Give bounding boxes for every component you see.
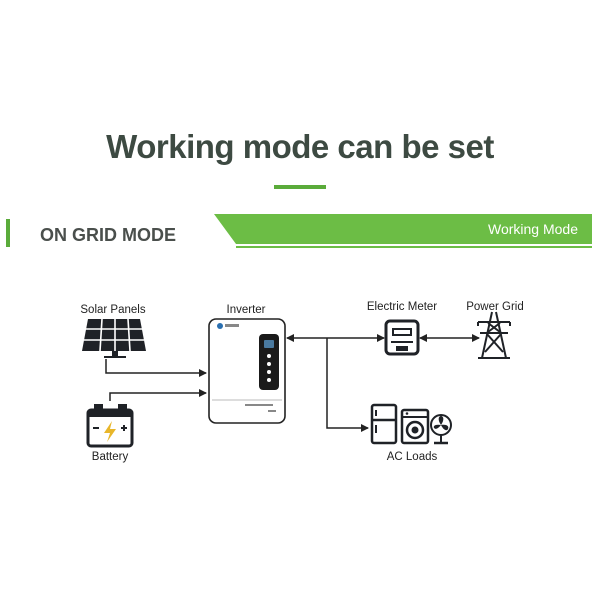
mode-accent-bar [6,219,10,247]
solar-panel-icon [82,318,146,358]
connector-lines [105,334,480,432]
electric-meter-icon [384,319,420,356]
working-mode-underline [236,246,592,248]
power-grid-label: Power Grid [466,301,524,313]
ac-loads-label: AC Loads [387,451,438,463]
power-tower-icon [477,311,511,359]
inverter-label: Inverter [227,304,266,316]
working-mode-label: Working Mode [487,221,578,237]
title-underline [274,185,326,189]
mode-label: ON GRID MODE [40,225,177,245]
battery-label: Battery [92,451,129,463]
page-title: Working mode can be set [106,128,494,165]
fan-icon [430,414,452,445]
solar-panels-label: Solar Panels [80,304,145,316]
battery-icon [86,404,134,448]
washing-machine-icon [400,408,430,445]
working-mode-band [214,214,592,244]
inverter-icon [208,318,286,424]
electric-meter-label: Electric Meter [367,301,437,313]
fridge-icon [370,403,398,445]
